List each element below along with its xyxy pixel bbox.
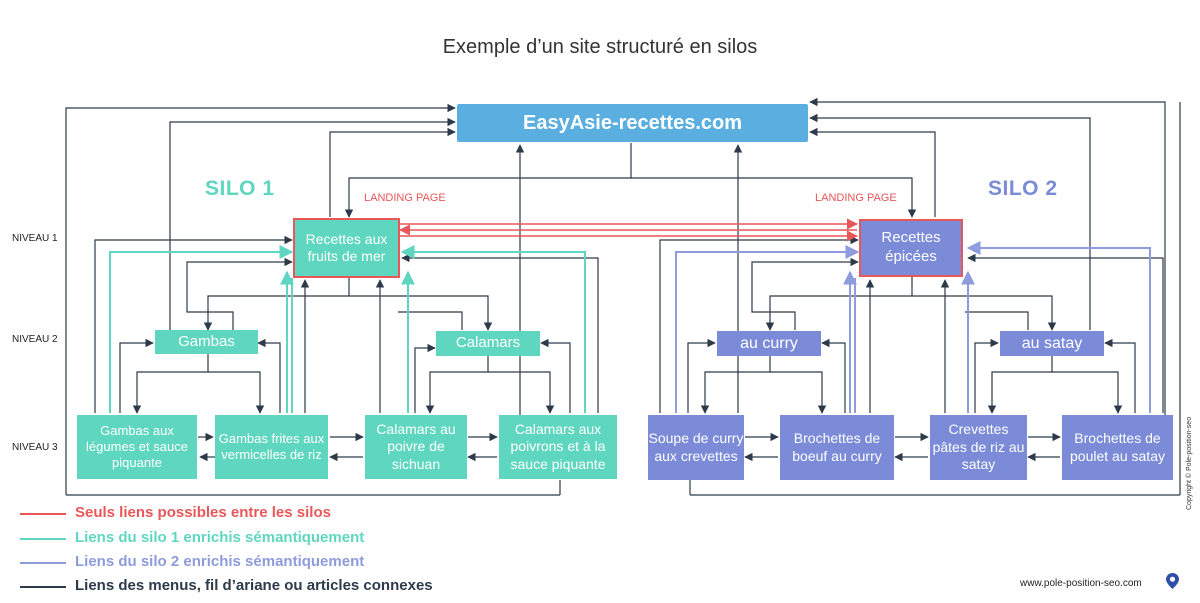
silo1-level3-text: Gambas frites aux vermicelles de riz — [218, 430, 325, 462]
silo1-level3-node: Gambas frites aux vermicelles de riz — [215, 415, 328, 479]
level-2-label: NIVEAU 2 — [12, 334, 58, 345]
silo2-level3-node: Brochettes de poulet au satay — [1062, 415, 1173, 480]
legend-swatch-dark — [20, 586, 66, 588]
legend-item: Seuls liens possibles entre les silos — [75, 504, 331, 521]
silo1-level3-node: Gambas aux légumes et sauce piquante — [77, 415, 197, 479]
footer-url: www.pole-position-seo.com — [1020, 578, 1142, 589]
silo1-label: SILO 1 — [205, 177, 275, 200]
level-1-label: NIVEAU 1 — [12, 233, 58, 244]
silo1-level3-node: Calamars aux poivrons et à la sauce piqu… — [499, 415, 617, 479]
silo1-level2-node-gambas: Gambas — [155, 330, 258, 354]
silo2-level3-node: Brochettes de boeuf au curry — [780, 415, 894, 480]
root-node: EasyAsie-recettes.com — [457, 104, 808, 142]
silo1-landing-node: Recettes aux fruits de mer — [293, 218, 400, 278]
silo2-level3-text: Crevettes pâtes de riz au satay — [932, 421, 1025, 473]
legend-item: Liens du silo 1 enrichis sémantiquement — [75, 529, 365, 546]
legend-swatch-red — [20, 513, 66, 515]
silo1-level3-text: Calamars aux poivrons et à la sauce piqu… — [510, 420, 606, 472]
silo2-level3-text: Brochettes de boeuf au curry — [792, 430, 882, 464]
silo2-level3-text: Brochettes de poulet au satay — [1070, 430, 1165, 464]
silo1-level3-text: Gambas aux légumes et sauce piquante — [86, 422, 188, 471]
silo2-label: SILO 2 — [988, 177, 1058, 200]
silo1-landing-label: LANDING PAGE — [364, 192, 446, 204]
silo2-level2-node-curry: au curry — [717, 331, 821, 356]
silo2-level3-text: Soupe de curry aux crevettes — [648, 430, 744, 464]
silo1-landing-text: Recettes aux fruits de mer — [305, 230, 388, 265]
root-label: EasyAsie-recettes.com — [522, 111, 742, 134]
silo2-level2-text: au curry — [740, 334, 798, 352]
level-3-label: NIVEAU 3 — [12, 442, 58, 453]
silo2-landing-label: LANDING PAGE — [815, 192, 897, 204]
copyright-text: Copyright © Pole-position-seo — [1186, 416, 1193, 510]
silo1-level2-text: Calamars — [455, 334, 521, 352]
silo1-level2-text: Gambas — [178, 332, 235, 350]
diagram-title: Exemple d’un site structuré en silos — [442, 36, 758, 58]
silo1-level2-node-calamars: Calamars — [436, 331, 540, 356]
silo1-level3-node: Calamars au poivre de sichuan — [365, 415, 467, 479]
legend-swatch-teal — [20, 538, 66, 540]
legend-swatch-purple — [20, 562, 66, 564]
silo2-landing-node: Recettes épicées — [859, 219, 963, 277]
legend-item: Liens des menus, fil d’ariane ou article… — [75, 577, 433, 594]
silo2-level2-node-satay: au satay — [1000, 331, 1104, 356]
silo2-level3-node: Soupe de curry aux crevettes — [648, 415, 744, 480]
legend-item: Liens du silo 2 enrichis sémantiquement — [75, 553, 365, 570]
logo-icon — [1166, 573, 1179, 589]
silo2-level3-node: Crevettes pâtes de riz au satay — [930, 415, 1027, 480]
silo2-level2-text: au satay — [1021, 334, 1083, 352]
silo1-level3-text: Calamars au poivre de sichuan — [376, 420, 456, 472]
silo2-landing-text: Recettes épicées — [881, 229, 941, 265]
